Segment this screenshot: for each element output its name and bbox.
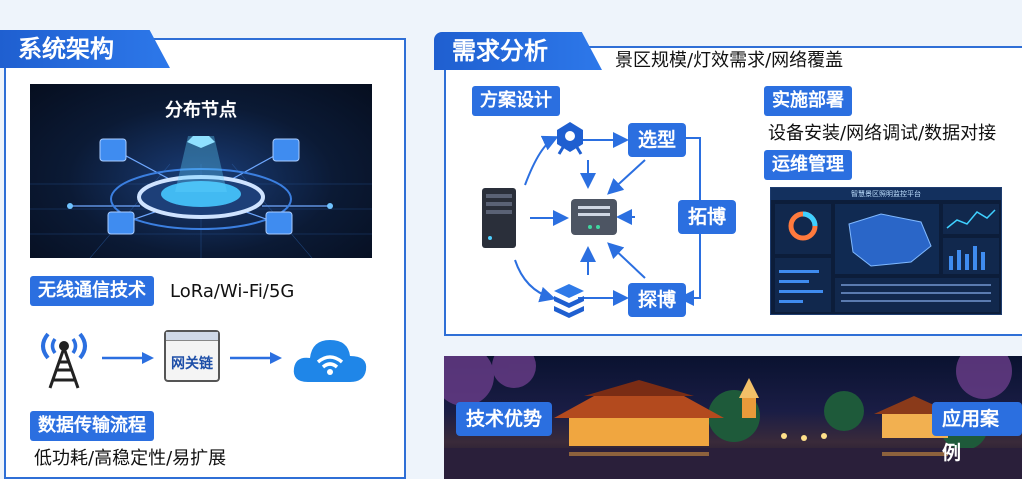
topology-node: 拓博: [678, 200, 737, 234]
controller-device-icon: [570, 198, 618, 240]
implementation-tag: 实施部署: [764, 86, 852, 116]
gateway-device-icon: 网关链: [164, 330, 220, 382]
cloud-wifi-icon: [290, 328, 370, 390]
implementation-text: 设备安装/网络调试/数据对接: [768, 123, 997, 144]
data-flow-tag: 数据传输流程: [30, 411, 154, 441]
operations-tag: 运维管理: [764, 150, 852, 180]
server-tower-icon: [476, 186, 522, 254]
select-node: 选型: [628, 123, 687, 157]
solution-design-tag: 方案设计: [472, 86, 560, 116]
arrow-right-icon: [102, 350, 154, 369]
night-scenic-photo: [444, 356, 1022, 479]
probe-node: 探博: [628, 283, 687, 317]
requirement-analysis-header: 需求分析: [434, 32, 602, 70]
sensor-node-icon: [553, 120, 587, 160]
monitoring-dashboard-screenshot: 智慧景区照明监控平台: [770, 187, 1002, 315]
antenna-tower-icon: [34, 324, 94, 394]
system-architecture-header: 系统架构: [0, 30, 170, 68]
dashboard-title: 智慧景区照明监控平台: [771, 188, 1001, 200]
arrow-right-icon: [230, 350, 282, 369]
data-flow-text: 低功耗/高稳定性/易扩展: [34, 448, 227, 469]
wireless-tech-text: LoRa/Wi-Fi/5G: [170, 281, 295, 302]
technical-advantage-tag: 技术优势: [456, 402, 553, 436]
distributed-nodes-label: 分布节点: [165, 100, 237, 121]
requirement-analysis-text: 景区规模/灯效需求/网络覆盖: [615, 50, 844, 71]
database-stack-icon: [552, 282, 586, 322]
gateway-label: 网关链: [171, 356, 213, 372]
distributed-nodes-illustration: 分布节点: [30, 84, 372, 258]
scenic-lighting-illustration: [444, 356, 1022, 479]
dashboard-widgets: [775, 204, 999, 312]
network-scene-graphic: [30, 136, 372, 258]
wireless-tech-tag: 无线通信技术: [30, 276, 154, 306]
application-case-tag: 应用案例: [932, 402, 1022, 464]
